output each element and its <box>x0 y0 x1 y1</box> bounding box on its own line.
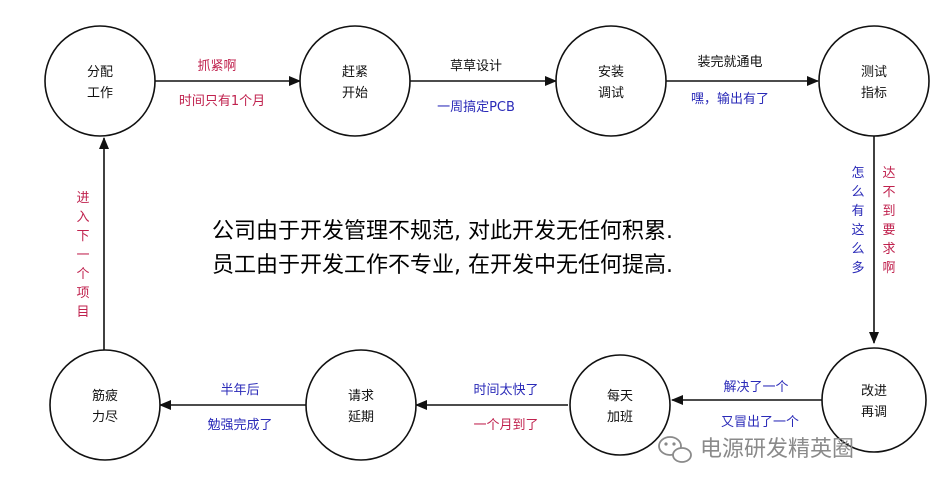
edge1-label-bottom: 时间只有1个月 <box>179 94 265 109</box>
wechat-icon <box>658 436 692 463</box>
node-test-spec-line1: 测试 <box>861 65 887 80</box>
edge7-label-top: 半年后 <box>220 383 259 398</box>
watermark-text: 电源研发精英圈 <box>700 437 854 462</box>
node-modify-retune-line2: 再调 <box>861 405 887 420</box>
node-install-debug-line1: 安装 <box>598 65 624 80</box>
node-request-delay-line1: 请求 <box>348 389 374 404</box>
edge5-label-top: 解决了一个 <box>723 380 788 395</box>
node-modify-retune-line1: 改进 <box>861 384 887 399</box>
node-daily-overtime: 每天 加班 <box>569 354 671 456</box>
edge2-label-bottom: 一周搞定PCB <box>437 99 515 115</box>
edge2-label-top: 草草设计 <box>450 59 502 74</box>
caption-line1: 公司由于开发管理不规范, 对此开发无任何积累. <box>212 219 673 244</box>
edge4-label-right: 达不到要求啊 <box>882 166 895 276</box>
node-assign-work: 分配 工作 <box>44 25 156 137</box>
node-exhausted: 筋疲 力尽 <box>49 349 161 461</box>
edge4-label-left: 怎么有这么多 <box>851 166 864 276</box>
node-daily-overtime-line1: 每天 <box>607 388 633 404</box>
node-daily-overtime-line2: 加班 <box>607 410 633 425</box>
node-exhausted-line2: 力尽 <box>92 410 118 425</box>
node-hurry-start: 赶紧 开始 <box>299 25 411 137</box>
node-request-delay: 请求 延期 <box>305 349 417 461</box>
edge6-label-bottom: 一个月到了 <box>473 418 538 433</box>
edge8-label-left: 进入下一个项目 <box>76 191 89 320</box>
node-assign-work-line1: 分配 <box>87 65 113 80</box>
edge3-label-bottom: 嘿，输出有了 <box>691 91 769 107</box>
edge6-label-top: 时间太快了 <box>473 383 538 398</box>
node-exhausted-line1: 筋疲 <box>92 388 118 404</box>
node-hurry-start-line1: 赶紧 <box>342 65 368 80</box>
edge5-label-bottom: 又冒出了一个 <box>721 415 799 430</box>
node-install-debug: 安装 调试 <box>555 25 667 137</box>
edge1-label-top: 抓紧啊 <box>197 59 236 74</box>
node-modify-retune: 改进 再调 <box>821 347 927 453</box>
node-assign-work-line2: 工作 <box>87 86 113 101</box>
node-hurry-start-line2: 开始 <box>342 86 368 101</box>
caption-line2: 员工由于开发工作不专业, 在开发中无任何提高. <box>212 253 673 278</box>
node-test-spec-line2: 指标 <box>861 86 887 101</box>
edge3-label-top: 装完就通电 <box>697 55 762 70</box>
node-test-spec: 测试 指标 <box>818 25 930 137</box>
node-install-debug-line2: 调试 <box>598 86 624 101</box>
edge7-label-bottom: 勉强完成了 <box>207 418 272 433</box>
node-request-delay-line2: 延期 <box>348 410 374 425</box>
